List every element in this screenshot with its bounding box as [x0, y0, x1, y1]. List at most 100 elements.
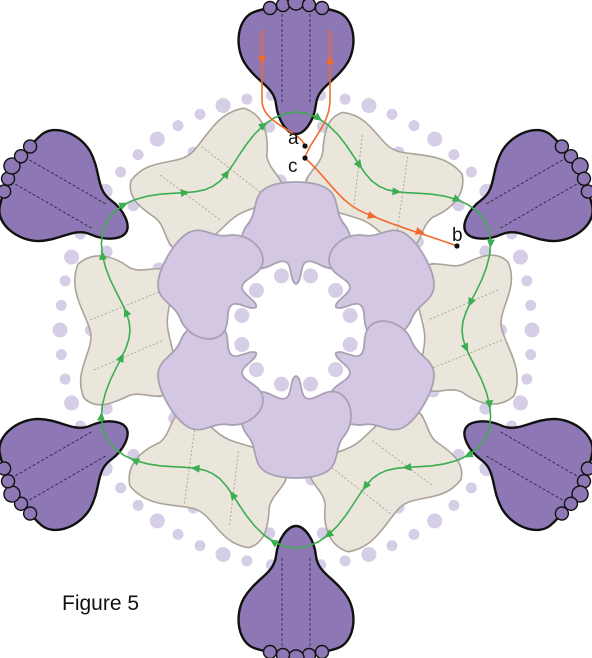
outer-lobe — [0, 117, 157, 283]
outer-circle — [524, 348, 538, 362]
outer-circle — [524, 298, 538, 312]
hub-circle — [341, 307, 359, 325]
outer-circle — [214, 545, 232, 563]
edge-circle-group — [262, 644, 330, 658]
beige-piece — [119, 100, 301, 265]
outer-circle — [338, 554, 352, 568]
outer-circle — [131, 498, 145, 512]
orange-arrow — [367, 211, 377, 219]
green-arrow — [269, 538, 280, 548]
hub-circle — [247, 281, 265, 299]
outer-circle — [131, 148, 145, 162]
hub-circle — [273, 375, 291, 393]
outer-circle — [464, 481, 478, 495]
edge-circle — [262, 0, 278, 16]
edge-circle — [22, 139, 38, 154]
green-arrow — [312, 112, 323, 122]
green-arrow — [468, 297, 476, 307]
outer-circle — [520, 274, 534, 288]
hub-circle — [327, 281, 345, 299]
green-arrow — [130, 458, 141, 466]
edge-circle-group — [262, 0, 330, 16]
outer-circle — [51, 321, 69, 339]
green-arrow — [123, 307, 132, 318]
point-c-label: c — [288, 156, 298, 177]
green-arrow — [258, 122, 268, 131]
green-arrow — [353, 159, 363, 170]
green-arrow — [485, 399, 494, 410]
outer-circle — [385, 539, 399, 553]
beige-piece — [415, 254, 519, 405]
hub-circle — [247, 361, 265, 379]
edge-circle-group — [554, 139, 592, 199]
outer-lobe — [0, 377, 157, 543]
outer-circle — [148, 130, 166, 148]
edge-circle — [287, 649, 305, 658]
outer-circle — [114, 481, 128, 495]
orange-arrow — [326, 55, 334, 64]
edge-circle-group — [554, 461, 592, 521]
green-arrow — [180, 189, 190, 198]
hub-circle — [341, 335, 359, 353]
beige-piece — [290, 100, 472, 264]
outer-circle — [171, 527, 185, 541]
orange-path-arrows — [258, 55, 425, 235]
green-arrow — [324, 529, 334, 538]
green-arrow — [486, 239, 495, 249]
outer-circle — [193, 107, 207, 121]
green-arrow — [220, 169, 230, 180]
outer-circle — [447, 148, 461, 162]
outer-circle — [240, 92, 254, 106]
outer-circle — [63, 394, 81, 412]
edge-circle — [314, 0, 330, 16]
outer-circle — [407, 119, 421, 133]
beige-piece — [120, 396, 302, 560]
orange-arrow — [258, 56, 266, 65]
edge-circle — [580, 184, 592, 199]
point-a-dot — [302, 143, 308, 149]
outer-circle — [426, 130, 444, 148]
edge-circle — [554, 506, 570, 521]
point-b-label: b — [452, 225, 463, 246]
point-c-dot — [302, 155, 308, 161]
green-arrow — [460, 342, 469, 353]
outer-circle — [511, 394, 529, 412]
outer-circle — [360, 545, 378, 563]
green-arrow — [402, 462, 412, 471]
green-arrow — [229, 490, 239, 501]
edge-circle — [287, 0, 305, 11]
outer-circle — [193, 539, 207, 553]
hub-circle — [301, 375, 319, 393]
edge-circle-group — [0, 139, 38, 199]
outer-circle — [464, 165, 478, 179]
beige-piece — [73, 255, 177, 406]
green-arrow — [116, 353, 124, 363]
outer-circle — [511, 248, 529, 266]
outer-circle — [148, 512, 166, 530]
outer-circle — [214, 97, 232, 115]
point-markers — [302, 143, 460, 249]
outer-circle — [58, 372, 72, 386]
edge-circle — [0, 461, 12, 476]
outer-circle — [407, 527, 421, 541]
hub-circle — [301, 267, 319, 285]
outer-circle — [447, 498, 461, 512]
outer-lobe — [435, 117, 592, 283]
green-arrow — [451, 194, 462, 202]
orange-path — [261, 30, 458, 247]
green-arrow — [392, 187, 402, 196]
outer-circle — [58, 274, 72, 288]
outer-lobe — [237, 4, 355, 136]
green-arrow — [97, 411, 106, 421]
green-arrow — [98, 250, 107, 261]
outer-lobe — [435, 377, 592, 543]
edge-circle — [314, 644, 330, 658]
outer-circle — [63, 248, 81, 266]
edge-circle-group — [0, 461, 38, 521]
hub-circle — [233, 307, 251, 325]
green-arrow — [190, 464, 200, 473]
outer-circle — [385, 107, 399, 121]
green-arrow — [362, 480, 372, 491]
